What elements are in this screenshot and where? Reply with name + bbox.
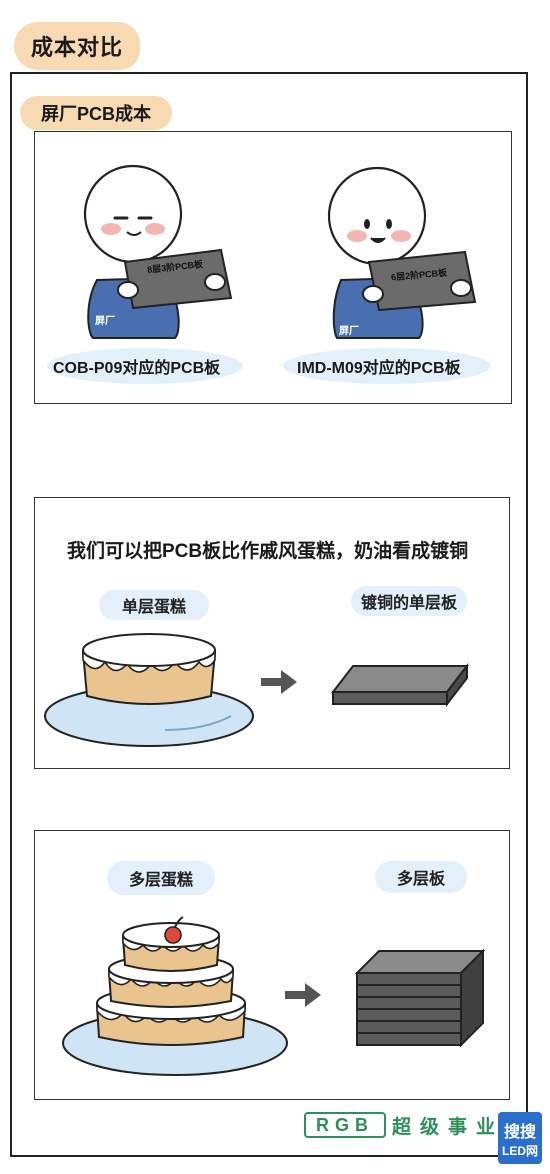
analogy-heading: 我们可以把PCB板比作戚风蛋糕，奶油看成镀铜 xyxy=(67,541,469,562)
panel-pcb-cost: 8层3阶PCB板 屏厂 6层2阶PCB板 屏厂 COB-P09对应的PCB板 I… xyxy=(34,131,512,404)
multi-board-label: 多层板 xyxy=(375,861,467,893)
arrow-icon xyxy=(261,670,297,694)
site-badge-bottom: LED网 xyxy=(501,1143,538,1158)
stacked-board xyxy=(354,948,486,1048)
right-caption: IMD-M09对应的PCB板 xyxy=(297,360,461,377)
section-subtitle: 屏厂PCB成本 xyxy=(20,96,172,130)
comic-frame xyxy=(10,72,528,1157)
logo-caption: 超级事业部 xyxy=(392,1117,533,1138)
right-caption-pill xyxy=(283,348,491,384)
single-board xyxy=(330,665,470,693)
right-character xyxy=(327,166,477,339)
left-caption-pill xyxy=(47,348,243,384)
page-title: 成本对比 xyxy=(14,22,140,70)
right-shirt-label: 屏厂 xyxy=(339,326,359,337)
left-character xyxy=(83,164,233,339)
pcb-characters-illustration xyxy=(47,164,491,384)
plated-single-board-label: 镀铜的单层板 xyxy=(351,586,467,616)
single-layer-illustration xyxy=(44,633,470,747)
panel-multi-layer: 多层蛋糕 多层板 xyxy=(34,830,510,1100)
single-cake-label: 单层蛋糕 xyxy=(99,590,209,620)
left-caption: COB-P09对应的PCB板 xyxy=(53,360,221,377)
left-shirt-label: 屏厂 xyxy=(95,316,115,327)
arrow-icon xyxy=(285,983,321,1007)
multi-layer-illustration xyxy=(62,916,486,1076)
multi-cake-label: 多层蛋糕 xyxy=(107,861,215,895)
rgb-logo: RGB xyxy=(304,1112,386,1138)
panel-single-layer: 我们可以把PCB板比作戚风蛋糕，奶油看成镀铜 单层蛋糕 镀铜的单层板 xyxy=(34,497,510,769)
cherry-icon xyxy=(164,926,182,944)
site-badge-top: 搜搜 xyxy=(503,1123,536,1141)
site-badge: 搜搜 LED网 xyxy=(498,1112,542,1164)
